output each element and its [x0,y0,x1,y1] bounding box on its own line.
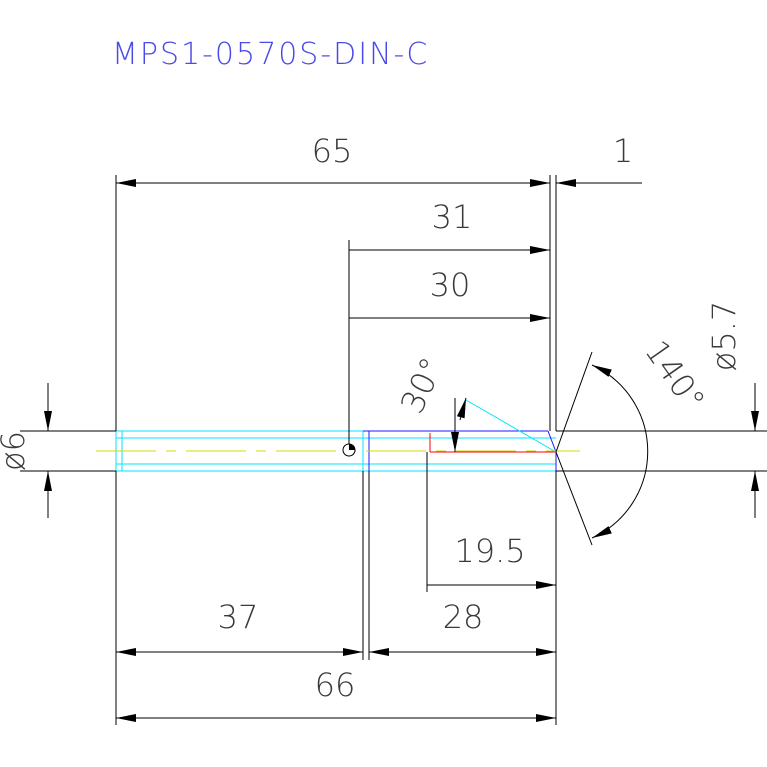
label-30: 30 [430,266,471,304]
extension-lines [20,175,767,725]
label-1: 1 [613,132,633,170]
drawing-title: MPS1-0570S-DIN-C [112,37,429,72]
label-30-deg: 30° [393,352,451,419]
label-31: 31 [432,198,473,236]
label-28: 28 [443,598,484,636]
label-65: 65 [312,132,353,170]
datum-point-fill [349,444,355,450]
part-outline [96,399,580,472]
label-37: 37 [218,598,259,636]
helix-angle-line [465,399,557,453]
label-dia-5-7: ø5.7 [705,301,743,371]
label-dia-6: ø6 [0,431,32,471]
dimension-lines [44,179,759,722]
dim-arc-140deg [591,364,649,539]
label-66: 66 [315,666,356,704]
dimension-labels: 65 1 31 30 30° 140° ø5.7 ø6 19.5 37 28 6… [0,132,743,704]
label-19-5: 19.5 [454,532,525,570]
label-140-deg: 140° [637,333,712,418]
